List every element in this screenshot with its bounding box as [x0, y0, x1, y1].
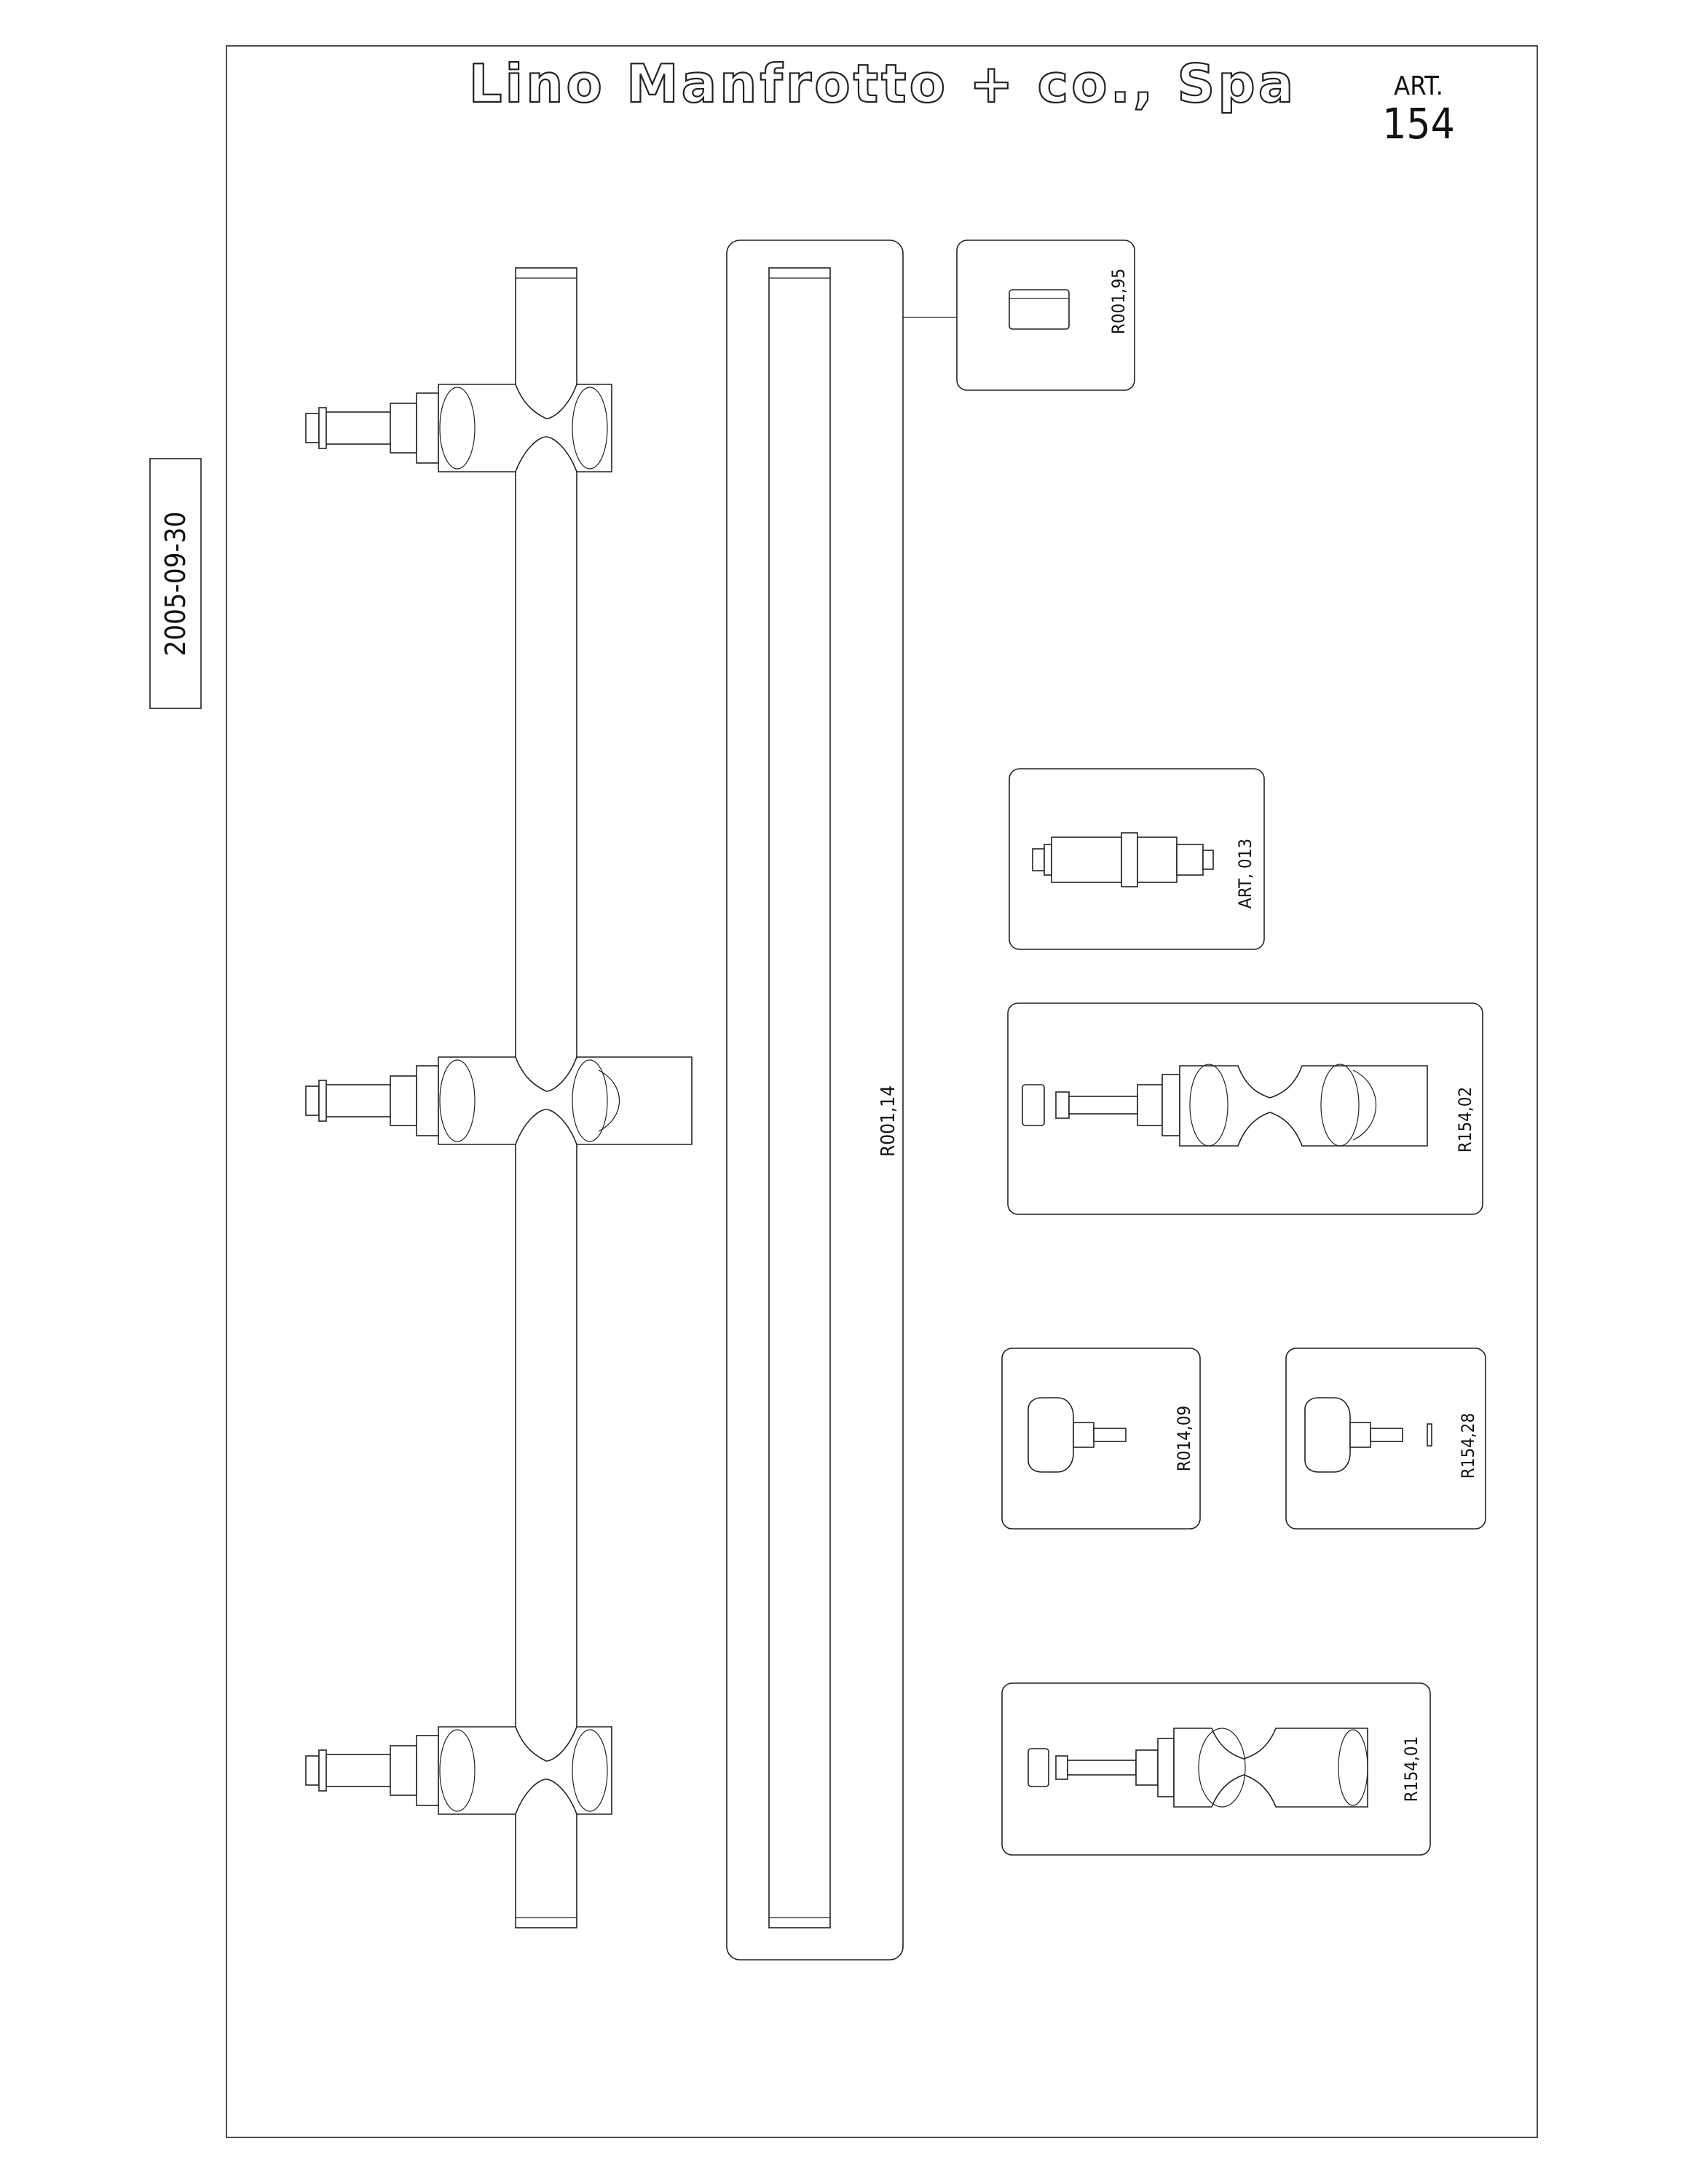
- clamp-top: [305, 384, 612, 472]
- stud-part-box: ART, 013: [1009, 768, 1265, 950]
- clamp-middle: [305, 1056, 693, 1145]
- brand-title: Lino Manfrotto + co., Spa: [469, 53, 1297, 114]
- stud-part-label: ART, 013: [1235, 839, 1255, 909]
- clamp-assembly-part-label: R154,02: [1455, 1087, 1475, 1153]
- bar-part-box: R001,14: [726, 240, 904, 1961]
- date-stamp: 2005-09-30: [149, 458, 202, 709]
- art-number: 154: [1382, 99, 1455, 149]
- knob-b-part-box: R154,28: [1285, 1348, 1486, 1530]
- clamp-short-part-box: R154,01: [1001, 1682, 1431, 1856]
- art-label: ART.: [1394, 71, 1443, 101]
- clamp-assembly-part-box: R154,02: [1007, 1002, 1483, 1215]
- drawing-border: [226, 45, 1538, 2138]
- knob-a-part-label: R014,09: [1174, 1406, 1194, 1472]
- knob-b-part-label: R154,28: [1458, 1413, 1478, 1479]
- end-cap-part-box: R001,95: [956, 240, 1135, 391]
- end-cap-part-label: R001,95: [1108, 269, 1129, 335]
- clamp-bottom: [305, 1726, 612, 1815]
- bar-part-label: R001,14: [877, 1085, 899, 1157]
- date-stamp-text: 2005-09-30: [159, 512, 192, 657]
- clamp-short-part-label: R154,01: [1401, 1736, 1421, 1803]
- assembled-support: [305, 267, 693, 1928]
- knob-a-part-box: R014,09: [1001, 1348, 1201, 1530]
